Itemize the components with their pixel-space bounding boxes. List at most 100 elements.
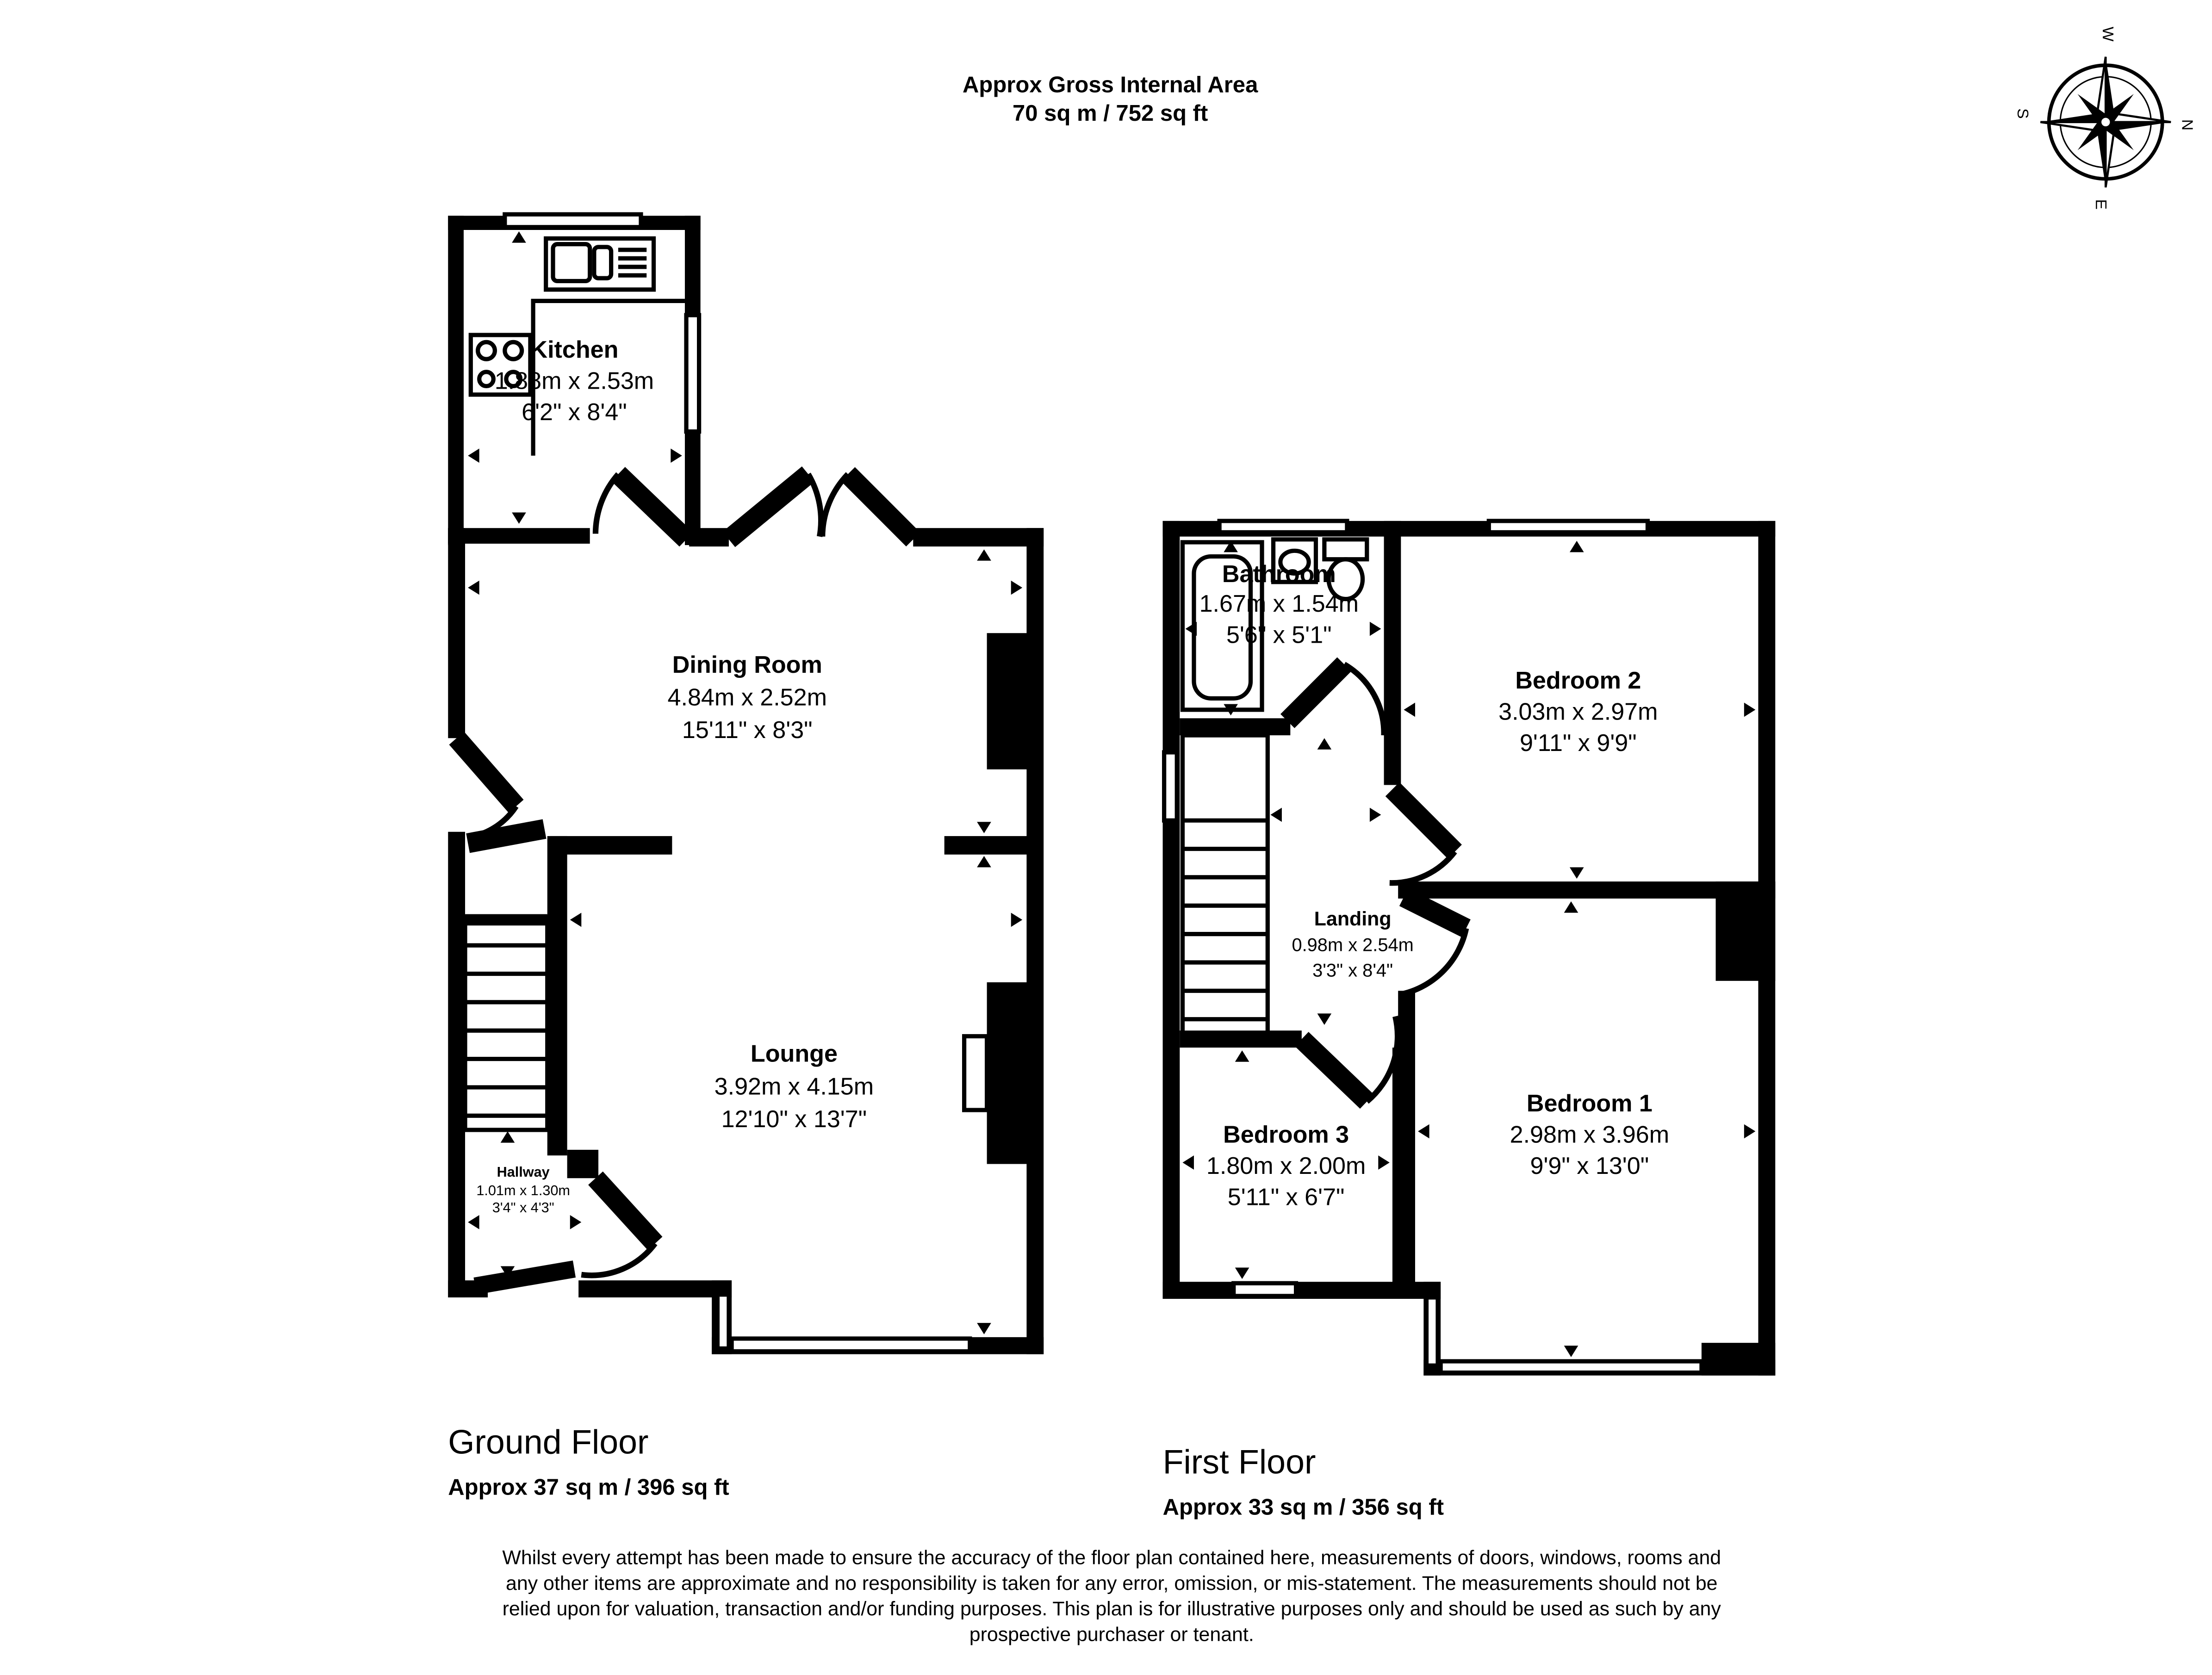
kitchen-door-swing <box>592 472 621 534</box>
ground-floor-dimension-arrows <box>468 231 1023 1334</box>
lounge-wall-bottom-left <box>578 1280 732 1297</box>
kitchen-window-top <box>503 212 643 230</box>
room-label-landing: Landing 0.98m x 2.54m 3'3" x 8'4" <box>1292 908 1413 980</box>
bedroom2-name: Bedroom 2 <box>1515 667 1641 694</box>
compass-n-label: N <box>2179 119 2196 130</box>
hallway-name: Hallway <box>497 1164 550 1180</box>
bedroom2-window <box>1486 519 1650 535</box>
ff-wall-left <box>1162 521 1180 1299</box>
ground-floor-plan: Kitchen 1.88m x 2.53m 6'2" x 8'4" Dining… <box>448 212 1044 1500</box>
disclaimer: Whilst every attempt has been made to en… <box>502 1547 1721 1646</box>
room-label-bathroom: Bathroom 1.67m x 1.54m 5'6" x 5'1" <box>1199 561 1359 649</box>
hallway-wall-corner <box>567 1149 599 1179</box>
bedroom1-window <box>1438 1359 1704 1375</box>
room-label-lounge: Lounge 3.92m x 4.15m 12'10" x 13'7" <box>715 1041 874 1133</box>
side-door-threshold <box>466 819 547 853</box>
dining-wall-left <box>448 528 466 738</box>
french-doors[interactable] <box>722 466 920 547</box>
dining-wall-top-left <box>689 528 729 547</box>
toilet-icon <box>1322 537 1369 602</box>
disclaimer-line-1: Whilst every attempt has been made to en… <box>502 1547 1721 1569</box>
dining-metric: 4.84m x 2.52m <box>668 684 827 711</box>
room-label-kitchen: Kitchen 1.88m x 2.53m 6'2" x 8'4" <box>495 336 654 426</box>
compass-w-label: W <box>2099 27 2117 42</box>
fireplace-hearth <box>962 1034 989 1112</box>
lounge-imperial: 12'10" x 13'7" <box>721 1106 867 1133</box>
landing-metric: 0.98m x 2.54m <box>1292 935 1413 955</box>
lounge-chimney-breast <box>987 982 1030 1164</box>
compass-points <box>2040 56 2171 188</box>
compass-rose-icon: N E S W <box>2014 27 2196 210</box>
lounge-partition-left <box>550 836 672 855</box>
disclaimer-line-2: any other items are approximate and no r… <box>506 1572 1718 1594</box>
bedroom1-name: Bedroom 1 <box>1527 1090 1653 1117</box>
bathroom-window <box>1217 519 1349 535</box>
lounge-metric: 3.92m x 4.15m <box>715 1073 874 1100</box>
front-door-leaf[interactable] <box>588 1171 663 1250</box>
first-floor-plan: Bathroom 1.67m x 1.54m 5'6" x 5'1" Bedro… <box>1162 519 1776 1520</box>
bathroom-name: Bathroom <box>1222 561 1336 588</box>
disclaimer-line-4: prospective purchaser or tenant. <box>969 1623 1254 1645</box>
kitchen-name: Kitchen <box>530 336 618 363</box>
dining-name: Dining Room <box>672 651 822 678</box>
bedroom1-chimney-breast <box>1715 881 1776 981</box>
bathroom-door-leaf[interactable] <box>1280 657 1351 728</box>
hallway-metric: 1.01m x 1.30m <box>476 1183 570 1198</box>
first-floor-area: Approx 33 sq m / 356 sq ft <box>1163 1495 1444 1520</box>
bathroom-wall-bottom <box>1180 718 1291 736</box>
kitchen-worktop-outline <box>531 298 685 456</box>
room-label-bedroom-1: Bedroom 1 2.98m x 3.96m 9'9" x 13'0" <box>1510 1090 1669 1179</box>
dining-wall-top-right <box>913 528 1044 547</box>
under-stairs-wall <box>465 914 547 926</box>
first-floor-staircase[interactable] <box>1180 733 1270 1036</box>
landing-name: Landing <box>1314 908 1392 930</box>
header-title: Approx Gross Internal Area <box>963 72 1258 97</box>
bedroom1-door-leaf[interactable] <box>1399 888 1471 937</box>
ff-wall-corner-bottom-right <box>1701 1343 1776 1376</box>
bedroom2-metric: 3.03m x 2.97m <box>1498 698 1658 725</box>
bedroom3-window <box>1231 1281 1299 1298</box>
bedroom3-imperial: 5'11" x 6'7" <box>1228 1184 1345 1211</box>
sink-icon <box>544 236 656 292</box>
ground-floor-title: Ground Floor <box>448 1422 648 1461</box>
bedroom1-metric: 2.98m x 3.96m <box>1510 1122 1669 1148</box>
ground-floor-staircase[interactable] <box>463 915 550 1132</box>
bedroom2-door-leaf[interactable] <box>1385 782 1462 859</box>
stair-window <box>1162 750 1179 823</box>
dining-chimney-breast <box>987 633 1030 769</box>
lounge-bay-window <box>729 1336 972 1354</box>
front-door-threshold <box>473 1260 576 1295</box>
front-door-swing <box>581 1241 658 1278</box>
room-label-hallway: Hallway 1.01m x 1.30m 3'4" x 4'3" <box>476 1164 570 1216</box>
side-door-leaf[interactable] <box>449 732 524 813</box>
bedroom3-door-swing <box>1365 1016 1401 1104</box>
bedroom3-door-leaf[interactable] <box>1295 1032 1374 1109</box>
lounge-name: Lounge <box>751 1041 838 1067</box>
hallway-imperial: 3'4" x 4'3" <box>492 1200 554 1216</box>
disclaimer-line-3: relied upon for valuation, transaction a… <box>503 1598 1721 1620</box>
room-label-dining-room: Dining Room 4.84m x 2.52m 15'11" x 8'3" <box>668 651 827 744</box>
kitchen-wall-left <box>448 216 464 546</box>
hallway-wall-right <box>547 836 567 1156</box>
compass-e-label: E <box>2092 199 2110 210</box>
kitchen-window-right <box>684 313 702 434</box>
bathroom-door-swing <box>1342 662 1387 736</box>
bedroom1-bay-side-window <box>1424 1295 1440 1368</box>
kitchen-door-leaf[interactable] <box>611 467 693 547</box>
first-floor-dimension-arrows <box>1182 540 1756 1357</box>
bathroom-metric: 1.67m x 1.54m <box>1199 590 1359 617</box>
lounge-partition-right <box>944 836 1030 855</box>
header: Approx Gross Internal Area 70 sq m / 752… <box>963 72 1258 125</box>
bedroom3-wall-right <box>1392 1048 1410 1292</box>
bedroom1-imperial: 9'9" x 13'0" <box>1530 1153 1649 1179</box>
kitchen-metric: 1.88m x 2.53m <box>495 368 654 395</box>
hob-icon <box>468 333 533 397</box>
bathroom-imperial: 5'6" x 5'1" <box>1226 622 1332 649</box>
bedroom2-door-swing <box>1389 850 1457 886</box>
room-label-bedroom-3: Bedroom 3 1.80m x 2.00m 5'11" x 6'7" <box>1206 1122 1366 1211</box>
bedroom2-imperial: 9'11" x 9'9" <box>1520 730 1637 757</box>
kitchen-imperial: 6'2" x 8'4" <box>522 399 627 426</box>
hallway-wall-left <box>448 831 466 1297</box>
header-total-area: 70 sq m / 752 sq ft <box>1013 101 1208 126</box>
